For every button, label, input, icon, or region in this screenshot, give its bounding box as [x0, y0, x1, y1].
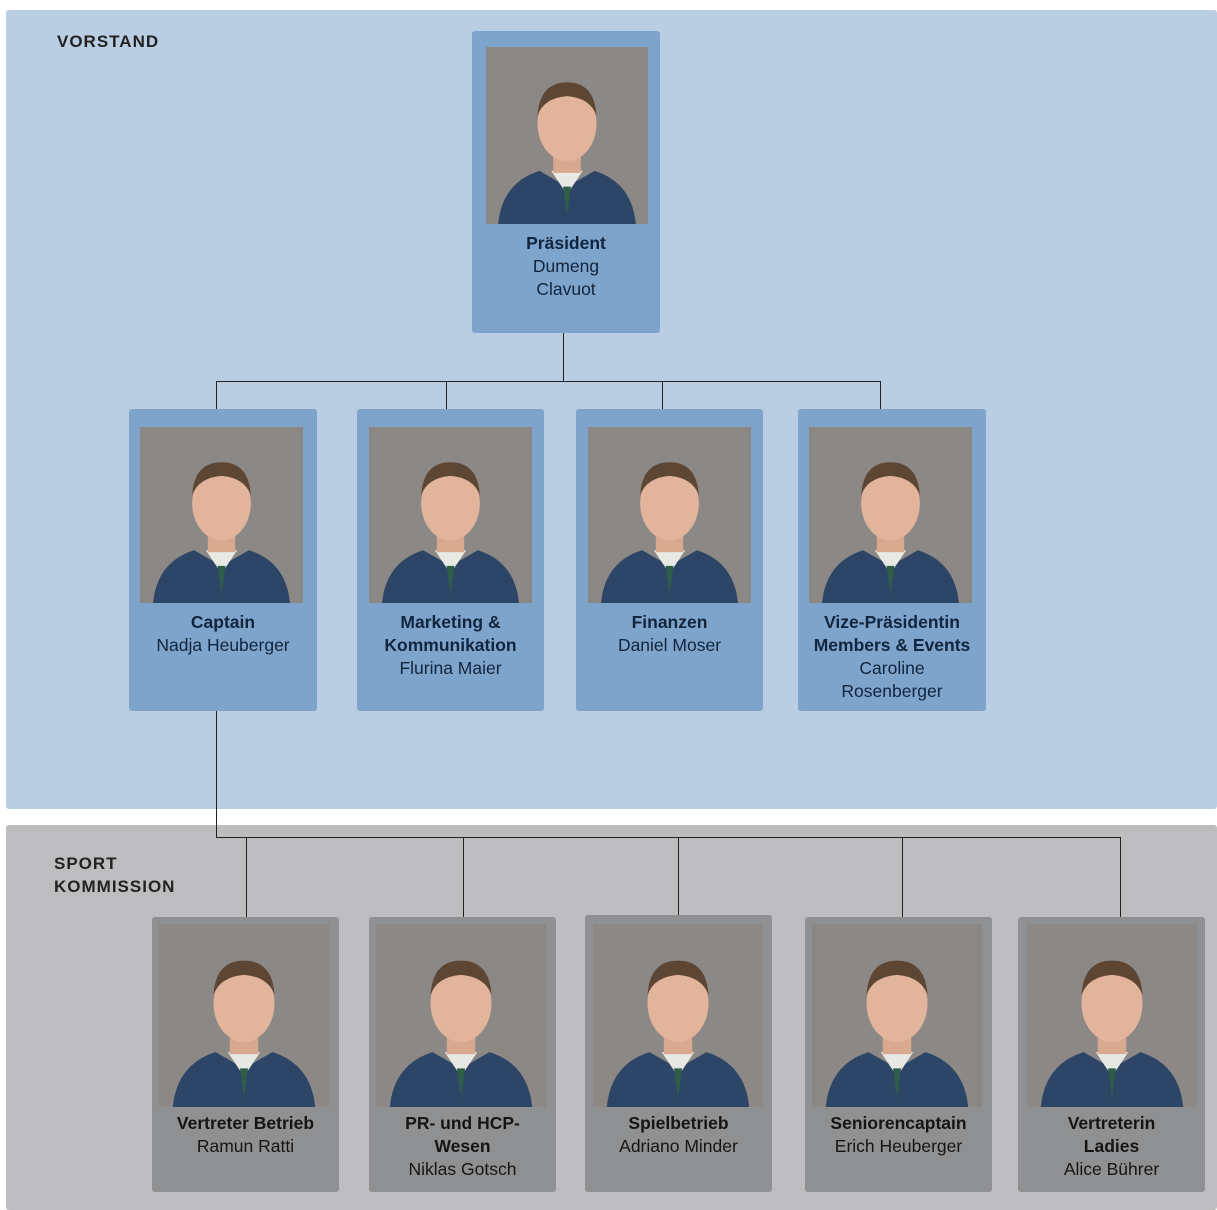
vize-photo: [809, 427, 972, 603]
marketing-photo: [369, 427, 532, 603]
card-name: Caroline Rosenberger: [841, 658, 943, 701]
card-pr-hcp: PR- und HCP- Wesen Niklas Gotsch: [369, 917, 556, 1192]
card-name: Daniel Moser: [617, 635, 722, 655]
finanzen-photo: [588, 427, 751, 603]
card-marketing: Marketing & Kommunikation Flurina Maier: [357, 409, 544, 711]
card-role: Finanzen: [631, 612, 708, 632]
connector-president-down: [563, 333, 564, 381]
card-role: Seniorencaptain: [830, 1113, 967, 1133]
connector-captain: [216, 381, 217, 409]
card-name: Erich Heuberger: [834, 1136, 963, 1156]
card-role: Vertreter Betrieb: [176, 1113, 315, 1133]
connector-pr: [463, 837, 464, 917]
card-name: Ramun Ratti: [196, 1136, 295, 1156]
vorstand-label: VORSTAND: [57, 32, 160, 51]
card-role: Vertreterin Ladies: [1067, 1113, 1156, 1156]
captain-photo: [140, 427, 303, 603]
card-captain: Captain Nadja Heuberger: [129, 409, 317, 711]
connector-vize: [880, 381, 881, 409]
card-name: Adriano Minder: [619, 1136, 738, 1156]
sport-kommission-label: SPORT KOMMISSION: [54, 854, 176, 896]
spielbetrieb-photo: [593, 924, 763, 1107]
card-role: Marketing & Kommunikation: [384, 612, 517, 655]
ladies-photo: [1027, 924, 1197, 1107]
card-president: Präsident Dumeng Clavuot: [472, 31, 660, 333]
connector-finanzen: [662, 381, 663, 409]
card-name: Nadja Heuberger: [156, 635, 290, 655]
card-name: Alice Bührer: [1063, 1159, 1160, 1179]
betrieb-photo: [159, 924, 329, 1107]
connector-spielbetrieb: [678, 837, 679, 915]
card-name: Niklas Gotsch: [408, 1159, 517, 1179]
card-seniorencaptain: Seniorencaptain Erich Heuberger: [805, 917, 992, 1192]
card-vize-praesidentin: Vize-Präsidentin Members & Events Caroli…: [798, 409, 986, 711]
card-name: Dumeng Clavuot: [532, 256, 600, 299]
connector-captain-down: [216, 711, 217, 837]
senioren-photo: [812, 924, 982, 1107]
card-role: PR- und HCP- Wesen: [405, 1113, 520, 1156]
pr-photo: [376, 924, 546, 1107]
card-role: Vize-Präsidentin Members & Events: [813, 612, 971, 655]
connector-senioren: [902, 837, 903, 917]
card-role: Spielbetrieb: [628, 1113, 729, 1133]
president-photo: [486, 47, 648, 224]
connector-betrieb: [246, 837, 247, 917]
card-vertreterin-ladies: Vertreterin Ladies Alice Bührer: [1018, 917, 1205, 1192]
connector-marketing: [446, 381, 447, 409]
card-spielbetrieb: Spielbetrieb Adriano Minder: [585, 915, 772, 1192]
connector-sport-horizontal: [216, 837, 1121, 838]
card-role: Captain: [190, 612, 256, 632]
connector-vorstand-horizontal: [216, 381, 881, 382]
card-finanzen: Finanzen Daniel Moser: [576, 409, 763, 711]
connector-ladies: [1120, 837, 1121, 917]
card-role: Präsident: [526, 233, 606, 253]
card-name: Flurina Maier: [399, 658, 502, 678]
card-vertreter-betrieb: Vertreter Betrieb Ramun Ratti: [152, 917, 339, 1192]
